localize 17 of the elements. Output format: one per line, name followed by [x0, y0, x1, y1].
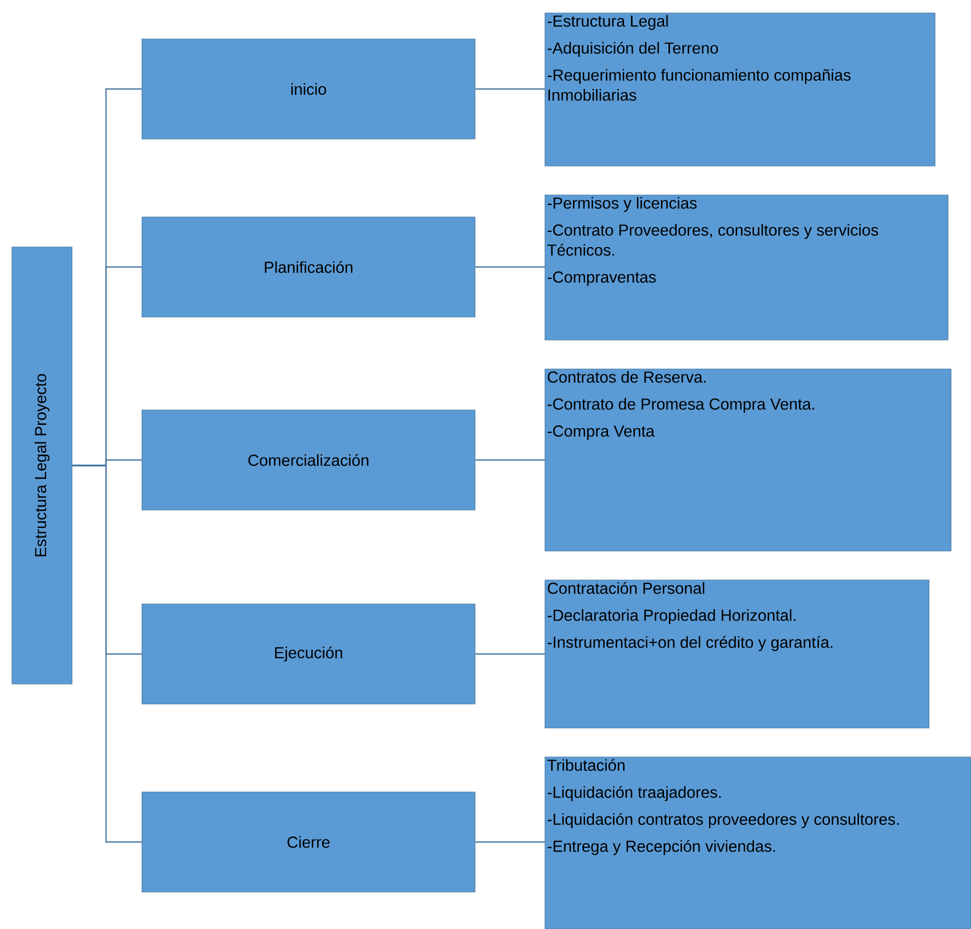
phase-box: Ejecución — [142, 604, 476, 704]
detail-box: Tributación -Liquidación traajadores. -Liquidación contratos proveedores y consultores. -Entrega y Recepción viviendas. — [544, 756, 971, 929]
phase-box: Comercialización — [142, 410, 476, 510]
phase-box: Cierre — [142, 792, 476, 892]
connector-line — [475, 88, 545, 90]
phase-box: inicio — [142, 38, 476, 140]
connector-line — [475, 266, 545, 268]
detail-box: Contratación Personal -Declaratoria Propiedad Horizontal. -Instrumentaci+on del crédito y garantía. — [544, 580, 930, 728]
phase-box: Planificación — [142, 216, 476, 318]
detail-box: -Estructura Legal -Adquisición del Terreno -Requerimiento funcionamiento compañias Inmobiliarias — [544, 12, 936, 166]
title-bar: Estructura Legal Proyecto — [12, 246, 72, 684]
connector-line — [475, 459, 545, 461]
detail-box: -Permisos y licencias -Contrato Proveedores, consultores y servicios Técnicos. -Compraventas — [544, 194, 948, 340]
detail-box: Contratos de Reserva. -Contrato de Promesa Compra Venta. -Compra Venta — [544, 368, 952, 552]
connector-line — [475, 841, 545, 843]
connector-line — [475, 653, 545, 655]
connector-line — [72, 464, 142, 843]
